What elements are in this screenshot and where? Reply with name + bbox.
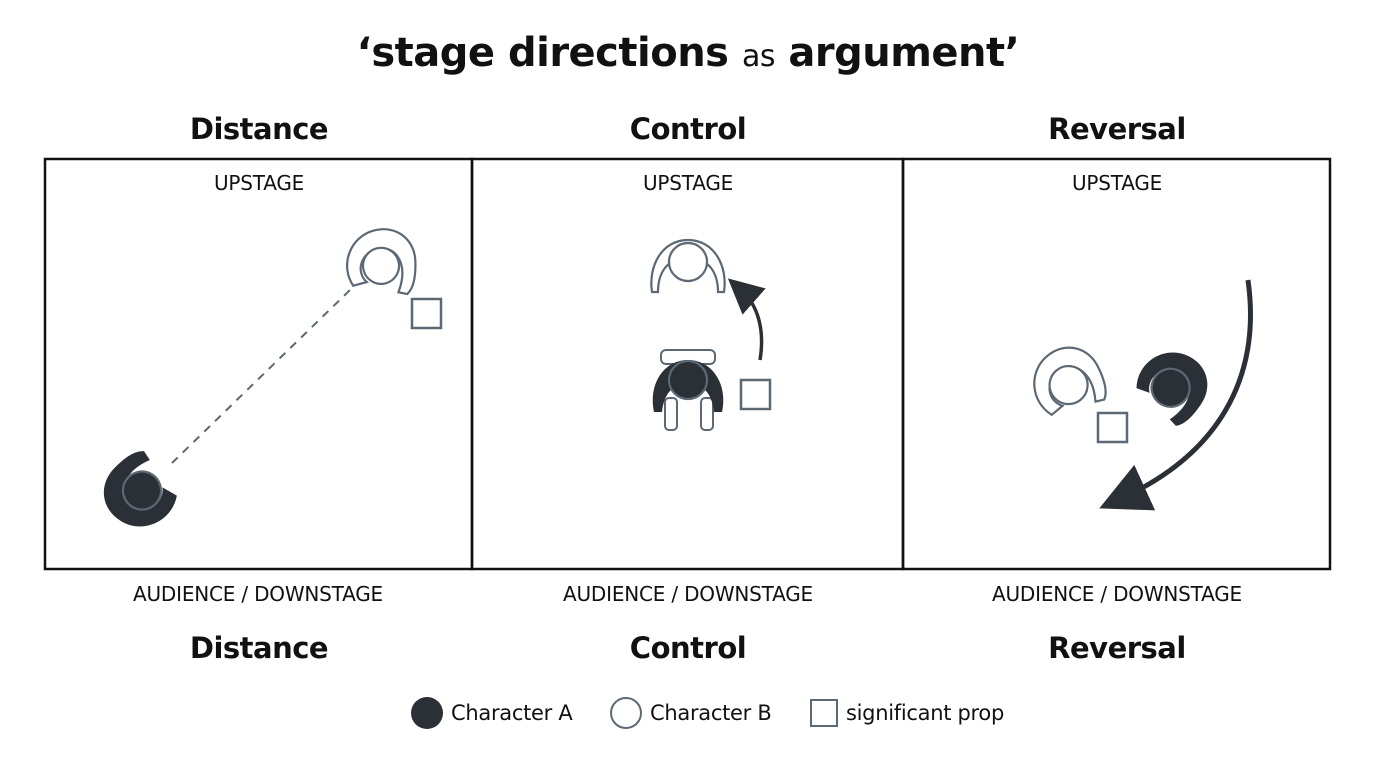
control-arrow — [727, 278, 766, 361]
upstage-label: UPSTAGE — [642, 171, 734, 195]
character-b-figure — [650, 238, 726, 294]
prop-control — [739, 378, 772, 411]
title-quote-open: ‘ — [356, 30, 372, 76]
legend-item-character-b: Character B — [610, 694, 772, 732]
panel-caption-reversal: Reversal — [1048, 631, 1186, 665]
character-b-figure — [1033, 346, 1107, 417]
panel-caption-control: Control — [629, 631, 747, 665]
diagram-title: ‘stage directions as argument’ — [0, 30, 1376, 76]
legend-item-prop: significant prop — [810, 694, 1004, 732]
filled-circle-icon — [411, 697, 443, 729]
downstage-label: AUDIENCE / DOWNSTAGE — [992, 582, 1242, 606]
panel-title-distance: Distance — [189, 112, 329, 146]
stage-frame-reversal — [901, 157, 1332, 571]
prop-distance — [410, 297, 443, 330]
hollow-circle-icon — [610, 697, 642, 729]
legend-label: Character A — [451, 701, 573, 725]
distance-sightline — [171, 289, 351, 464]
legend-label: significant prop — [846, 701, 1004, 725]
upstage-label: UPSTAGE — [1071, 171, 1163, 195]
downstage-label: AUDIENCE / DOWNSTAGE — [563, 582, 813, 606]
title-part-1: stage directions — [371, 30, 729, 76]
legend-item-character-a: Character A — [411, 694, 573, 732]
title-part-2: as — [741, 39, 776, 74]
square-icon — [810, 699, 838, 727]
reversal-arrow — [1099, 279, 1253, 511]
downstage-label: AUDIENCE / DOWNSTAGE — [133, 582, 383, 606]
character-b-figure — [346, 228, 417, 296]
character-a-figure — [652, 359, 724, 412]
panel-caption-distance: Distance — [189, 631, 329, 665]
character-a-figure — [1136, 352, 1208, 426]
title-quote-close: ’ — [1004, 30, 1020, 76]
character-a-figure — [103, 451, 177, 527]
prop-reversal — [1096, 411, 1129, 444]
panel-title-control: Control — [629, 112, 747, 146]
legend: Character A Character B significant prop — [0, 694, 1376, 732]
panel-title-reversal: Reversal — [1048, 112, 1186, 146]
title-part-3: argument — [788, 30, 1005, 76]
legend-label: Character B — [650, 701, 772, 725]
upstage-label: UPSTAGE — [213, 171, 305, 195]
chair — [660, 349, 716, 431]
